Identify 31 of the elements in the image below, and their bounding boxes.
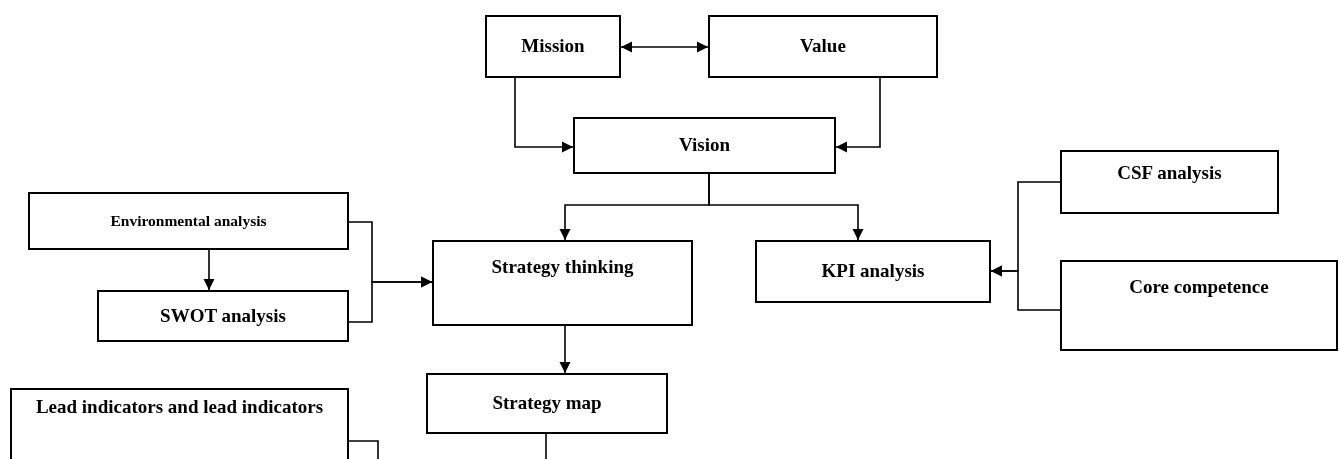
box-label: Strategy thinking xyxy=(491,256,634,279)
process-box xyxy=(426,373,668,434)
box-label: Value xyxy=(800,35,846,58)
arrow xyxy=(203,249,215,291)
box-label: Lead indicators and lead indicators xyxy=(35,396,324,419)
process-box xyxy=(432,240,693,326)
box-label: SWOT analysis xyxy=(160,304,286,328)
process-box xyxy=(708,15,938,78)
arrow xyxy=(348,276,433,323)
process-box xyxy=(97,290,349,342)
arrow xyxy=(835,77,881,153)
process-box xyxy=(28,192,349,250)
arrow xyxy=(990,265,1061,311)
arrow xyxy=(559,325,571,374)
arrow xyxy=(620,41,709,53)
process-box xyxy=(1060,260,1338,351)
box-label: Strategy map xyxy=(492,392,602,415)
process-box xyxy=(755,240,991,303)
box-label: Core competence xyxy=(1129,276,1269,299)
box-label: Mission xyxy=(521,35,585,58)
arrow xyxy=(348,440,379,459)
box-label: CSF analysis xyxy=(1117,162,1222,185)
process-box xyxy=(573,117,836,174)
process-box xyxy=(485,15,621,78)
process-box xyxy=(1060,150,1279,214)
process-box xyxy=(10,388,349,459)
box-label: KPI analysis xyxy=(821,260,925,283)
arrow xyxy=(514,77,574,153)
box-label: Environmental analysis xyxy=(110,211,267,231)
box-label: Vision xyxy=(678,134,730,157)
arrow xyxy=(708,173,864,241)
